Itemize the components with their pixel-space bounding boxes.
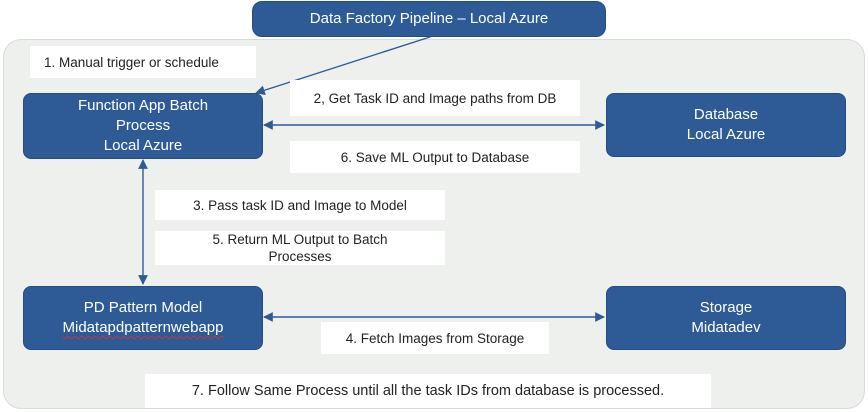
step-5-text: 5. Return ML Output to Batch Processes (212, 232, 388, 264)
step-4-text: 4. Fetch Images from Storage (345, 330, 525, 346)
database-node: Database Local Azure (606, 93, 846, 157)
step-6-label: 6. Save ML Output to Database (290, 141, 580, 173)
step-6-text: 6. Save ML Output to Database (340, 149, 530, 165)
function-app-line-2: Process (115, 117, 171, 134)
storage-node: Storage Midatadev (606, 286, 846, 350)
database-line-1: Database (693, 106, 759, 123)
step-3-text: 3. Pass task ID and Image to Model (193, 197, 407, 213)
storage-line-2: Midatadev (691, 319, 761, 336)
step-7-text: 7. Follow Same Process until all the tas… (191, 382, 665, 399)
step-5-label: 5. Return ML Output to Batch Processes (155, 231, 445, 265)
pipeline-title-box: Data Factory Pipeline – Local Azure (252, 1, 606, 37)
function-app-line-3: Local Azure (103, 137, 183, 154)
pd-model-line-1: PD Pattern Model (83, 299, 203, 316)
pd-model-line-2: Midatapdpatternwebapp (62, 319, 224, 336)
function-app-node: Function App Batch Process Local Azure (23, 93, 263, 159)
pd-model-node: PD Pattern Model Midatapdpatternwebapp (23, 286, 263, 350)
database-line-2: Local Azure (686, 126, 766, 143)
step-3-label: 3. Pass task ID and Image to Model (155, 190, 445, 220)
step-1-label: 1. Manual trigger or schedule (30, 46, 256, 78)
arrow-trigger (255, 36, 431, 95)
storage-line-1: Storage (699, 299, 753, 316)
pipeline-title: Data Factory Pipeline – Local Azure (309, 10, 549, 27)
step-7-label: 7. Follow Same Process until all the tas… (145, 374, 711, 408)
step-1-text: 1. Manual trigger or schedule (44, 54, 219, 70)
step-4-label: 4. Fetch Images from Storage (321, 322, 549, 354)
function-app-line-1: Function App Batch (77, 97, 209, 114)
step-2-label: 2, Get Task ID and Image paths from DB (290, 80, 580, 116)
step-2-text: 2, Get Task ID and Image paths from DB (313, 90, 557, 106)
